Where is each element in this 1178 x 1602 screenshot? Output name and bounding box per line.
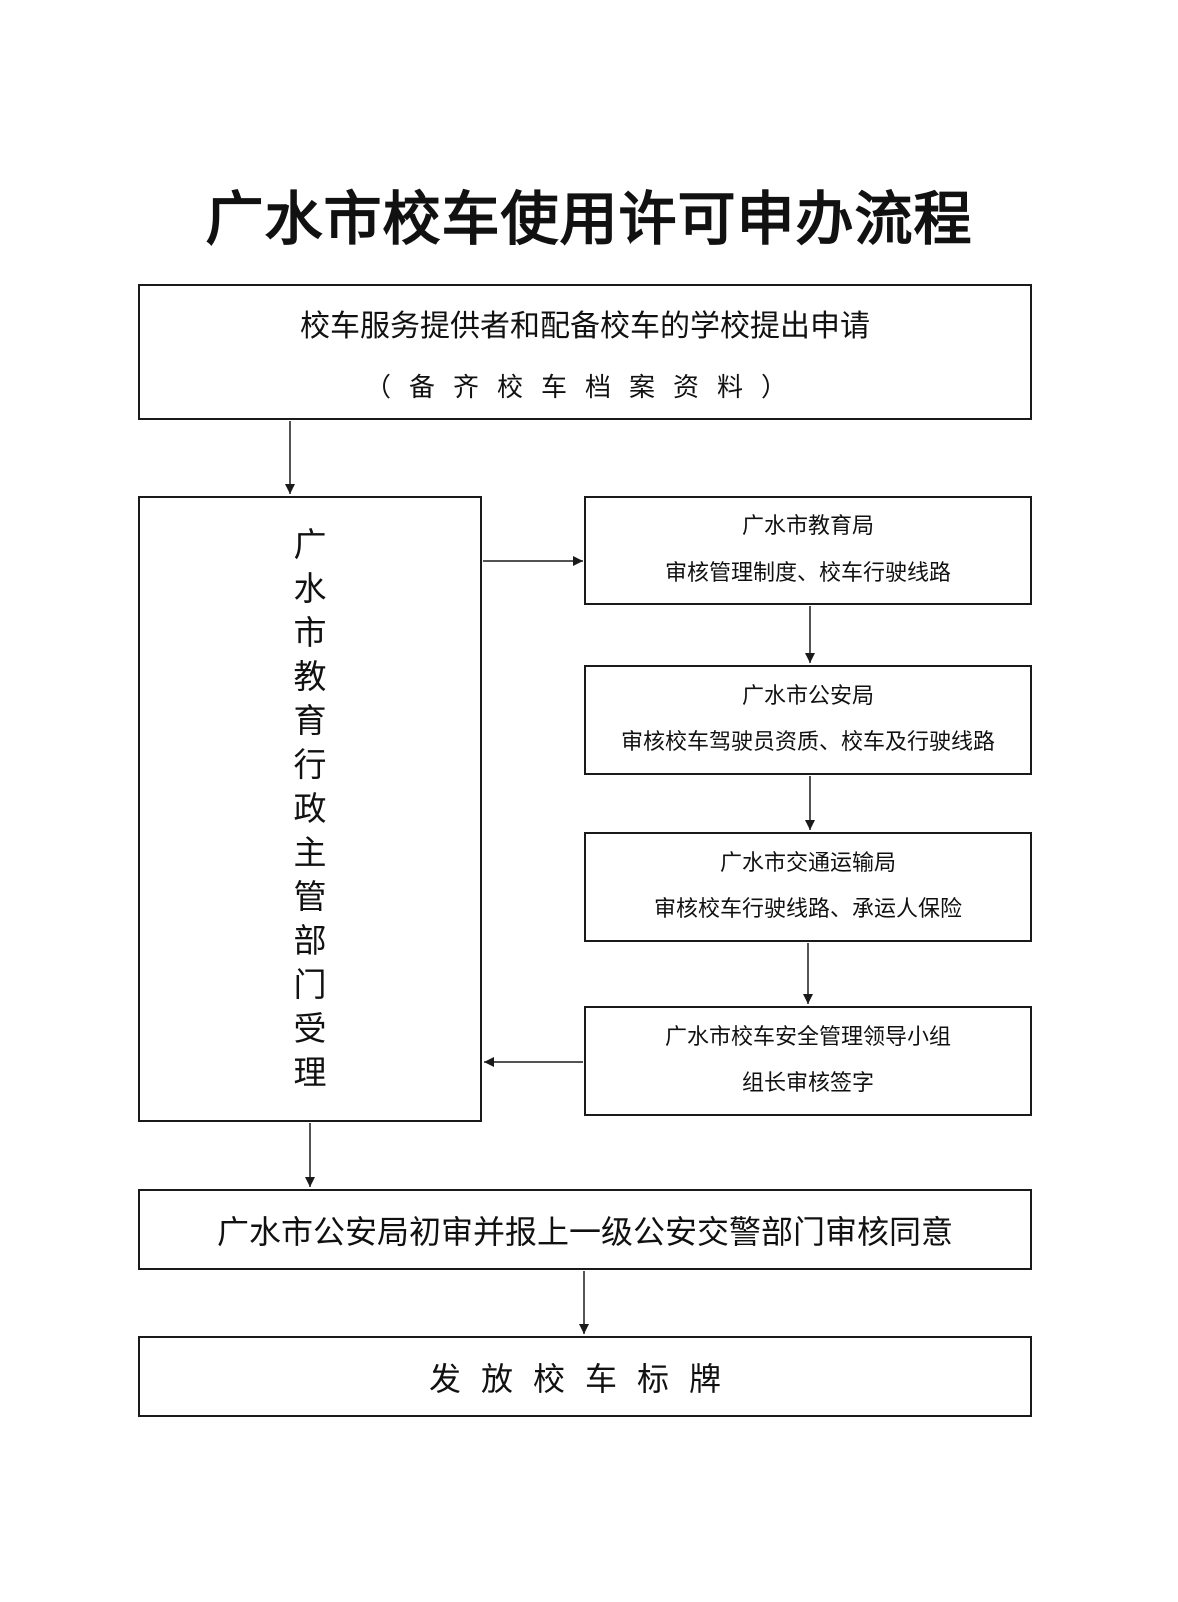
- review-box: 广水市公安局初审并报上一级公安交警部门审核同意: [138, 1189, 1032, 1270]
- accept-box: 广水市教育行政主管部门受理: [138, 496, 482, 1122]
- transport-box: 广水市交通运输局 审核校车行驶线路、承运人保险: [584, 832, 1032, 942]
- transport-task: 审核校车行驶线路、承运人保险: [653, 897, 962, 922]
- education-title: 广水市教育局: [741, 514, 874, 540]
- police-task: 审核校车驾驶员资质、校车及行驶线路: [620, 730, 995, 755]
- leader-task: 组长审核签字: [741, 1071, 874, 1096]
- accept-text: 广水市教育行政主管部门受理: [293, 525, 327, 1092]
- transport-title: 广水市交通运输局: [719, 850, 896, 876]
- apply-note: （备齐校车档案资料）: [364, 372, 805, 403]
- page-title: 广水市校车使用许可申办流程: [205, 185, 973, 253]
- apply-box: 校车服务提供者和配备校车的学校提出申请 （备齐校车档案资料）: [138, 284, 1032, 420]
- apply-text: 校车服务提供者和配备校车的学校提出申请: [300, 308, 870, 344]
- leader-title: 广水市校车安全管理领导小组: [664, 1024, 951, 1050]
- police-title: 广水市公安局: [741, 683, 874, 709]
- review-text: 广水市公安局初审并报上一级公安交警部门审核同意: [216, 1212, 953, 1251]
- issue-text: 发放校车标牌: [428, 1359, 741, 1398]
- issue-box: 发放校车标牌: [138, 1336, 1032, 1417]
- education-task: 审核管理制度、校车行驶线路: [664, 560, 951, 586]
- education-box: 广水市教育局 审核管理制度、校车行驶线路: [584, 496, 1032, 605]
- leader-box: 广水市校车安全管理领导小组 组长审核签字: [584, 1006, 1032, 1116]
- police-box: 广水市公安局 审核校车驾驶员资质、校车及行驶线路: [584, 665, 1032, 775]
